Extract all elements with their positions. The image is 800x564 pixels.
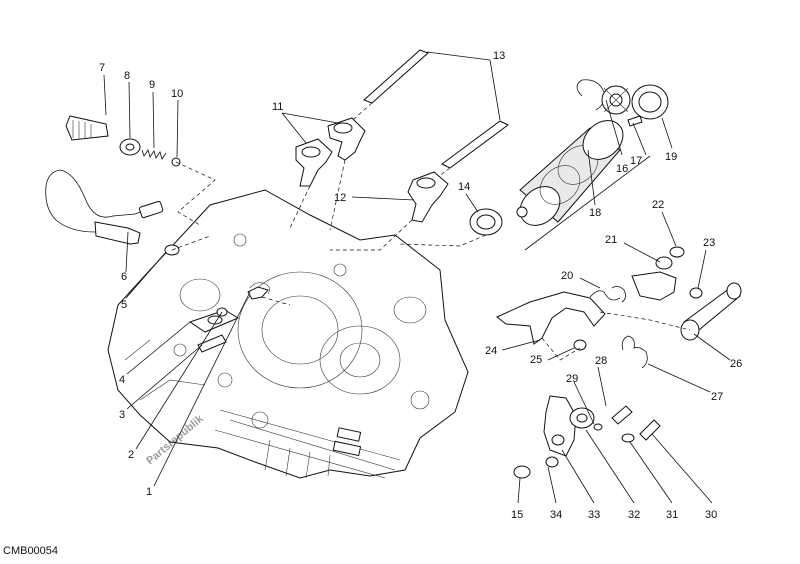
callout-23: 23	[703, 237, 715, 249]
callout-10: 10	[171, 88, 183, 100]
callout-34: 34	[550, 509, 562, 521]
callout-8: 8	[124, 70, 130, 82]
callout-31: 31	[666, 509, 678, 521]
callout-12: 12	[334, 192, 346, 204]
callout-6: 6	[121, 271, 127, 283]
leader-lines	[103, 51, 731, 504]
callout-26: 26	[730, 358, 742, 370]
callout-14: 14	[458, 181, 470, 193]
neutral-sensor	[45, 169, 180, 256]
fork-shafts	[329, 49, 509, 191]
callout-21: 21	[605, 234, 617, 246]
callout-22: 22	[652, 199, 664, 211]
callout-28: 28	[595, 355, 607, 367]
callout-25: 25	[530, 354, 542, 366]
callout-5: 5	[121, 299, 127, 311]
callout-4: 4	[119, 374, 125, 386]
drawing-code: CMB00054	[3, 545, 59, 557]
callout-18: 18	[589, 207, 601, 219]
callout-29: 29	[566, 373, 578, 385]
callout-7: 7	[99, 62, 105, 74]
callout-2: 2	[128, 449, 134, 461]
shift-shaft-assembly	[188, 282, 270, 353]
callout-9: 9	[149, 79, 155, 91]
gear-selector-drum	[469, 79, 669, 251]
callout-15: 15	[511, 509, 523, 521]
callout-33: 33	[588, 509, 600, 521]
assembly-guide-lines	[171, 159, 487, 306]
callout-20: 20	[561, 270, 573, 282]
callout-24: 24	[485, 345, 497, 357]
callout-3: 3	[119, 409, 125, 421]
gear-change-mechanism	[496, 246, 742, 479]
callout-19: 19	[665, 151, 677, 163]
callout-27: 27	[711, 391, 723, 403]
callout-17: 17	[630, 155, 642, 167]
callout-1: 1	[146, 486, 152, 498]
callout-16: 16	[616, 163, 628, 175]
callout-30: 30	[705, 509, 717, 521]
callout-11: 11	[272, 101, 283, 113]
callout-13: 13	[493, 50, 505, 62]
callout-32: 32	[628, 509, 640, 521]
selector-forks	[295, 117, 449, 223]
crankcase-half	[107, 189, 469, 479]
detent-plunger	[65, 115, 181, 167]
callout-labels: 1 2 3 4 5 6 7 8 9 10 11 12 13 14 15 16 1…	[99, 50, 742, 521]
